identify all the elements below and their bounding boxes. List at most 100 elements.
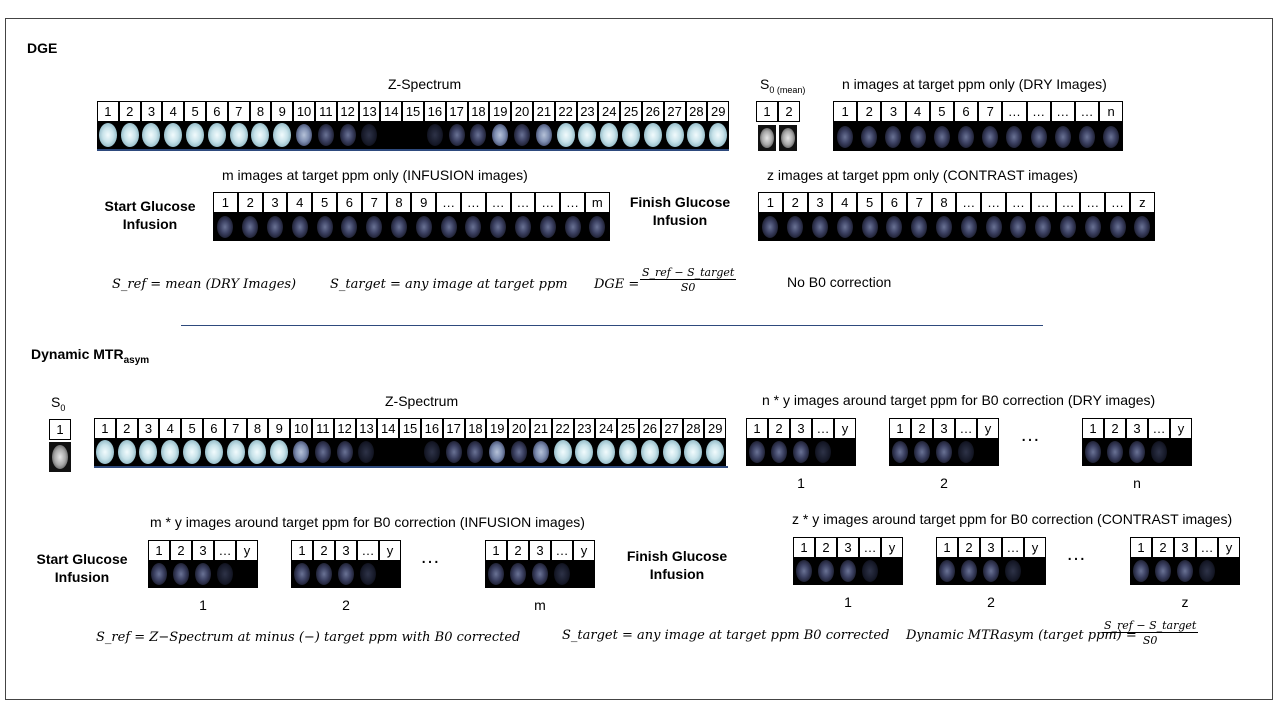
mtr-zspectrum-brain-image	[573, 438, 596, 466]
figure-frame	[5, 18, 1273, 700]
dge-contrast-number-cell: 5	[857, 192, 882, 213]
dge-zspectrum-brain-image	[598, 121, 621, 149]
mtr-zspectrum-baseline	[94, 466, 728, 468]
mtr-dry-number-cell: …	[812, 418, 834, 439]
dge-infusion-brain-image	[213, 212, 238, 241]
mtr-dry-number-cell: …	[1148, 418, 1170, 439]
dge-contrast-images	[758, 212, 1155, 241]
dge-equation-fraction: S_ref − S_target S0	[640, 266, 737, 294]
dge-dry-number-cell: …	[1002, 101, 1027, 122]
mtr-zspectrum-number-cell: 29	[704, 418, 727, 439]
section-divider	[181, 325, 1043, 326]
dge-contrast-number-cell: 2	[782, 192, 808, 213]
mtr-contrast-group-images	[936, 557, 1046, 585]
dge-zspectrum-brain-image	[227, 121, 250, 149]
dge-infusion-number-cell: …	[510, 192, 536, 213]
mtr-dry-brain-image	[911, 438, 933, 466]
dge-contrast-brain-image	[1030, 212, 1056, 241]
dge-infusion-brain-image	[485, 212, 511, 241]
dge-infusion-number-cell: 5	[312, 192, 337, 213]
dge-zspectrum-number-cell: 20	[511, 101, 533, 122]
mtr-infusion-brain-image	[291, 560, 313, 588]
dge-zspectrum-brain-image	[205, 121, 228, 149]
dge-contrast-brain-image	[881, 212, 907, 241]
mtr-infusion-brain-image	[485, 560, 507, 588]
mtr-infusion-number-cell: 1	[485, 540, 507, 561]
dge-zspectrum-number-cell: 28	[685, 101, 708, 122]
mtr-zspectrum-number-cell: 12	[333, 418, 356, 439]
mtr-dry-brain-image	[1104, 438, 1126, 466]
dge-zspectrum-number-cell: 18	[467, 101, 490, 122]
mtr-zspectrum-brain-image	[682, 438, 705, 466]
dge-zspectrum-brain-image	[641, 121, 664, 149]
dge-zspectrum-brain-image	[554, 121, 577, 149]
mtr-s0-image	[49, 442, 71, 472]
mtr-contrast-brain-image	[1218, 557, 1240, 585]
mtr-zspectrum-number-cell: 21	[529, 418, 552, 439]
dge-equation-lhs: DGE =	[594, 277, 640, 292]
dge-zspectrum-label: Z-Spectrum	[388, 76, 462, 92]
mtr-dry-number-cell: y	[977, 418, 999, 439]
mtr-contrast-number-cell: 3	[837, 537, 859, 558]
mtr-zspectrum-number-cell: 11	[311, 418, 334, 439]
dge-zspectrum-number-cell: 22	[554, 101, 577, 122]
mtr-contrast-brain-image	[1024, 557, 1046, 585]
dge-dry-brain-image	[929, 122, 954, 151]
dge-zspectrum-number-cell: 15	[402, 101, 424, 122]
dge-dry-brain-image	[833, 122, 858, 151]
dge-zspectrum-number-cell: 9	[271, 101, 294, 122]
mtr-dry-brain-image	[812, 438, 834, 466]
mtr-zspectrum-brain-image	[311, 438, 334, 466]
mtr-infusion-number-cell: …	[551, 540, 573, 561]
dge-contrast-brain-image	[1080, 212, 1106, 241]
dge-zspectrum-brain-image	[707, 121, 730, 149]
dge-dry-number-cell: …	[1074, 101, 1100, 122]
mtr-contrast-number-cell: 1	[1130, 537, 1152, 558]
dge-contrast-number-cell: …	[981, 192, 1006, 213]
mtr-zspectrum-number-cell: 9	[268, 418, 291, 439]
dge-contrast-number-cell: 7	[906, 192, 932, 213]
mtr-zspectrum-number-cell: 17	[442, 418, 465, 439]
dge-contrast-number-cell: …	[1080, 192, 1106, 213]
dge-zspectrum-number-cell: 2	[118, 101, 141, 122]
dge-dry-number-cell: 2	[857, 101, 882, 122]
dge-s0-brain-image	[779, 125, 797, 151]
dge-dry-number-cell: 6	[953, 101, 979, 122]
dge-infusion-number-cell: 2	[237, 192, 263, 213]
dge-contrast-number-cell: z	[1129, 192, 1155, 213]
dge-zspectrum-number-cell: 3	[140, 101, 163, 122]
dge-zspectrum-number-cell: 10	[293, 101, 315, 122]
dge-contrast-brain-image	[1055, 212, 1081, 241]
mtr-infusion-number-cell: 2	[170, 540, 192, 561]
mtr-dry-number-cell: y	[834, 418, 856, 439]
mtr-zspectrum-brain-image	[224, 438, 247, 466]
dge-infusion-number-cell: 3	[262, 192, 288, 213]
dge-s0-brain-image	[758, 125, 776, 151]
dge-contrast-brain-image	[1129, 212, 1155, 241]
dge-s0-number-cell: 2	[778, 101, 800, 122]
mtr-contrast-label: z * y images around target ppm for B0 co…	[792, 511, 1233, 527]
mtr-zspectrum-number-cell: 27	[660, 418, 683, 439]
mtr-zspectrum-brain-image	[355, 438, 378, 466]
mtr-dry-brain-image	[889, 438, 911, 466]
dge-zspectrum-brain-image	[249, 121, 272, 149]
mtr-contrast-brain-image	[980, 557, 1002, 585]
mtr-infusion-brain-image	[357, 560, 379, 588]
dge-contrast-brain-image	[782, 212, 808, 241]
dge-zspectrum-brain-image	[467, 121, 490, 149]
dge-contrast-brain-image	[857, 212, 882, 241]
mtr-infusion-ellipsis: …	[420, 546, 440, 568]
dge-zspectrum-brain-image	[118, 121, 141, 149]
dge-dry-number-cell: …	[1026, 101, 1051, 122]
dge-zspectrum-number-cell: 13	[358, 101, 381, 122]
mtr-start-glucose-label: Start Glucose Infusion	[36, 551, 128, 585]
